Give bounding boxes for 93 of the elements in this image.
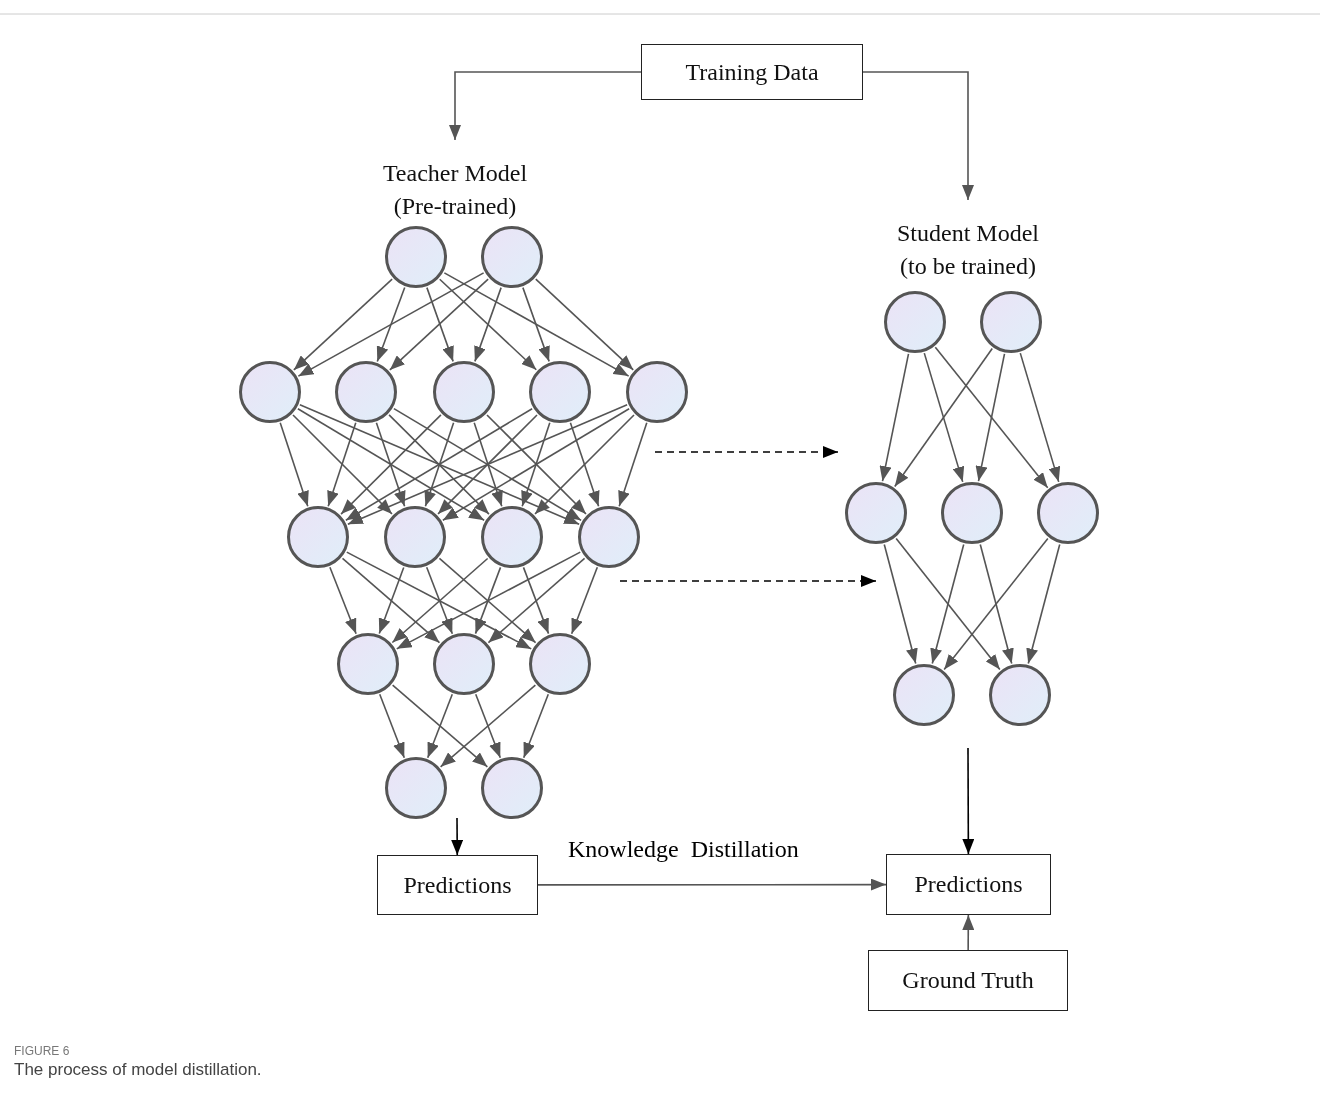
process-box: Predictions bbox=[377, 855, 538, 915]
arrow bbox=[437, 414, 538, 515]
arrow bbox=[862, 71, 974, 201]
arrow bbox=[923, 352, 965, 483]
arrow bbox=[347, 403, 628, 525]
arrow bbox=[292, 414, 393, 515]
arrow bbox=[934, 346, 1049, 489]
arrow bbox=[391, 557, 489, 644]
neuron-circle bbox=[337, 633, 399, 695]
neuron-circle bbox=[433, 361, 495, 423]
arrow bbox=[426, 286, 454, 363]
arrow bbox=[473, 422, 503, 507]
model-label: Student Model (to be trained) bbox=[882, 200, 1054, 282]
arrow bbox=[389, 278, 489, 371]
process-box: Training Data bbox=[641, 44, 863, 100]
neuron-circle bbox=[481, 506, 543, 568]
arrow bbox=[438, 557, 537, 644]
arrow bbox=[388, 414, 490, 515]
arrow bbox=[883, 543, 918, 665]
neuron-circle bbox=[989, 664, 1051, 726]
arrow bbox=[893, 347, 994, 488]
arrow bbox=[297, 407, 485, 522]
neuron-circle bbox=[578, 506, 640, 568]
arrow bbox=[618, 422, 648, 507]
arrow bbox=[395, 551, 582, 650]
arrow bbox=[962, 914, 975, 951]
neuron-circle bbox=[239, 361, 301, 423]
figure-caption: The process of model distillation. bbox=[14, 1060, 262, 1080]
arrow bbox=[391, 684, 489, 768]
neuron-circle bbox=[1037, 482, 1099, 544]
neuron-circle bbox=[385, 226, 447, 288]
arrow bbox=[943, 537, 1049, 671]
arrow bbox=[424, 422, 455, 507]
arrow bbox=[537, 878, 887, 891]
arrow bbox=[443, 272, 630, 377]
arrow bbox=[426, 693, 454, 759]
arrow bbox=[930, 543, 965, 665]
arrow bbox=[487, 557, 586, 644]
arrow bbox=[522, 566, 550, 635]
arrow bbox=[297, 272, 485, 377]
arrow bbox=[299, 403, 580, 525]
arrow bbox=[451, 817, 464, 856]
arrow bbox=[522, 286, 550, 363]
neuron-circle bbox=[529, 361, 591, 423]
process-box: Predictions bbox=[886, 854, 1051, 915]
arrow bbox=[378, 566, 405, 635]
arrow bbox=[425, 566, 454, 635]
arrow bbox=[879, 353, 910, 482]
arrow bbox=[341, 557, 441, 644]
arrow bbox=[522, 693, 550, 759]
arrow bbox=[327, 422, 357, 507]
arrow bbox=[393, 407, 582, 522]
arrow bbox=[442, 407, 630, 522]
arrow bbox=[279, 422, 309, 507]
arrow bbox=[449, 71, 642, 141]
arrow bbox=[535, 278, 634, 371]
arrow bbox=[293, 278, 393, 371]
neuron-circle bbox=[335, 361, 397, 423]
arrow bbox=[521, 422, 551, 507]
model-label: Teacher Model (Pre-trained) bbox=[369, 140, 541, 222]
arrow bbox=[474, 693, 502, 759]
arrow bbox=[438, 278, 538, 371]
arrow bbox=[979, 543, 1014, 665]
neuron-circle bbox=[287, 506, 349, 568]
arrow bbox=[962, 747, 975, 855]
figure-number: FIGURE 6 bbox=[14, 1044, 70, 1058]
arrow bbox=[329, 566, 357, 635]
arrow bbox=[486, 414, 587, 515]
arrow bbox=[1019, 352, 1061, 483]
neuron-circle bbox=[626, 361, 688, 423]
arrow bbox=[570, 566, 599, 635]
neuron-circle bbox=[433, 633, 495, 695]
dashed-arrow bbox=[654, 446, 839, 458]
arrow bbox=[474, 566, 502, 635]
arrow bbox=[376, 286, 406, 363]
arrow bbox=[375, 422, 406, 507]
arrow bbox=[1026, 543, 1061, 665]
neuron-circle bbox=[481, 757, 543, 819]
arrow bbox=[474, 286, 502, 363]
arrow bbox=[534, 414, 635, 515]
arrow bbox=[345, 407, 533, 522]
neuron-circle bbox=[384, 506, 446, 568]
process-box: Ground Truth bbox=[868, 950, 1068, 1011]
neuron-circle bbox=[529, 633, 591, 695]
neuron-circle bbox=[481, 226, 543, 288]
dashed-arrow bbox=[619, 575, 877, 587]
arrow bbox=[378, 693, 406, 759]
arrow bbox=[975, 353, 1006, 482]
arrow bbox=[569, 422, 600, 507]
arrow bbox=[345, 551, 532, 650]
arrow bbox=[340, 414, 442, 515]
arrow bbox=[895, 537, 1001, 671]
arrow bbox=[439, 684, 537, 768]
